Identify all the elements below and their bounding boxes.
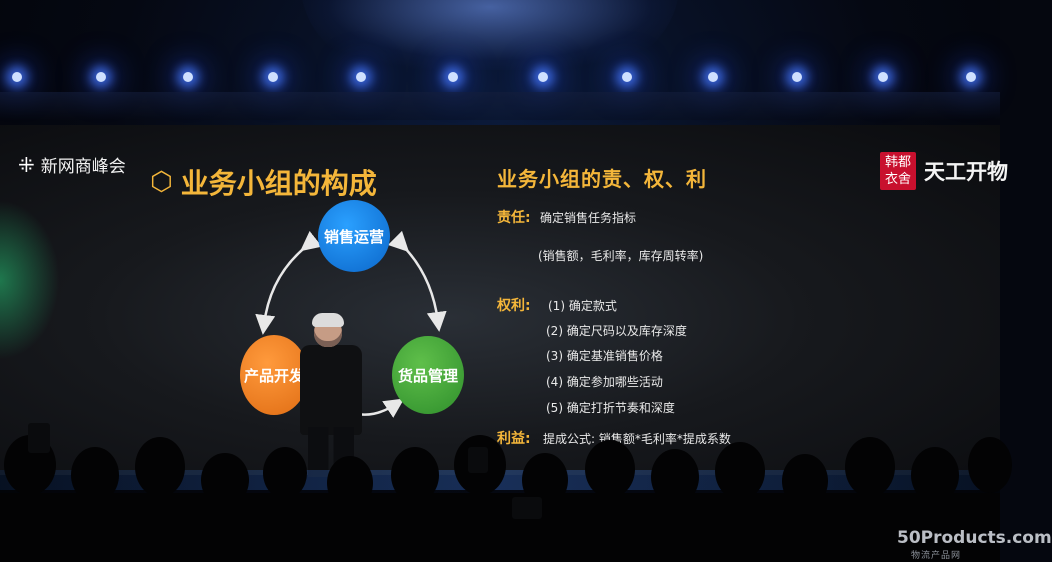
presenter-hair (312, 313, 344, 327)
screen-glow (0, 200, 60, 360)
rights-item: (4) 确定参加哪些活动 (546, 375, 663, 389)
sponsor-logo: 韩都 衣舍 天工开物 (880, 152, 1008, 190)
left-title-text: 业务小组的构成 (180, 167, 377, 200)
stage-lights (0, 72, 1000, 92)
lighting-truss (0, 92, 1000, 120)
watermark-subtitle: 物流产品网 (911, 551, 962, 561)
rights-item: (2) 确定尺码以及库存深度 (546, 324, 687, 338)
hexagon-icon: ⬡ (150, 167, 173, 197)
responsibility-text: 确定销售任务指标 (540, 211, 637, 225)
audience-silhouettes (0, 423, 1012, 562)
benefits-text: 提成公式: 销售额*毛利率*提成系数 (543, 432, 731, 446)
right-slide-title: 业务小组的责、权、利 (497, 167, 707, 191)
watermark-logo: 50Products.com (897, 528, 1052, 548)
rights-label: 权利: (497, 298, 531, 314)
presentation-screen (0, 125, 1000, 475)
cycle-node-product: 产品开发 (240, 335, 308, 415)
chandelier (300, 0, 680, 70)
responsibility-detail: (销售额，毛利率，库存周转率) (538, 249, 704, 263)
cycle-node-goods: 货品管理 (392, 336, 464, 414)
brand-badge: 韩都 衣舍 (880, 152, 916, 190)
rights-item: (3) 确定基准销售价格 (546, 349, 663, 363)
badge-line-2: 衣舍 (884, 172, 911, 187)
badge-line-1: 韩都 (884, 155, 911, 170)
cycle-node-product-label: 产品开发 (243, 366, 304, 385)
summit-logo-icon: ⁜ (18, 152, 35, 177)
cycle-node-sales: 销售运营 (318, 200, 390, 272)
brand-name: 天工开物 (924, 160, 1008, 184)
presenter-body (300, 345, 362, 435)
rights-item: (5) 确定打折节奏和深度 (546, 401, 675, 415)
responsibility-label: 责任: (497, 210, 531, 226)
summit-logo-text: 新网商峰会 (40, 157, 126, 177)
rights-item: (1) 确定款式 (548, 299, 617, 313)
benefits-label: 利益: (497, 431, 531, 447)
cycle-node-sales-label: 销售运营 (323, 227, 384, 246)
cycle-node-goods-label: 货品管理 (397, 366, 458, 385)
left-slide-title: ⬡ 业务小组的构成 (150, 162, 377, 202)
summit-logo: ⁜ 新网商峰会 (18, 152, 126, 178)
